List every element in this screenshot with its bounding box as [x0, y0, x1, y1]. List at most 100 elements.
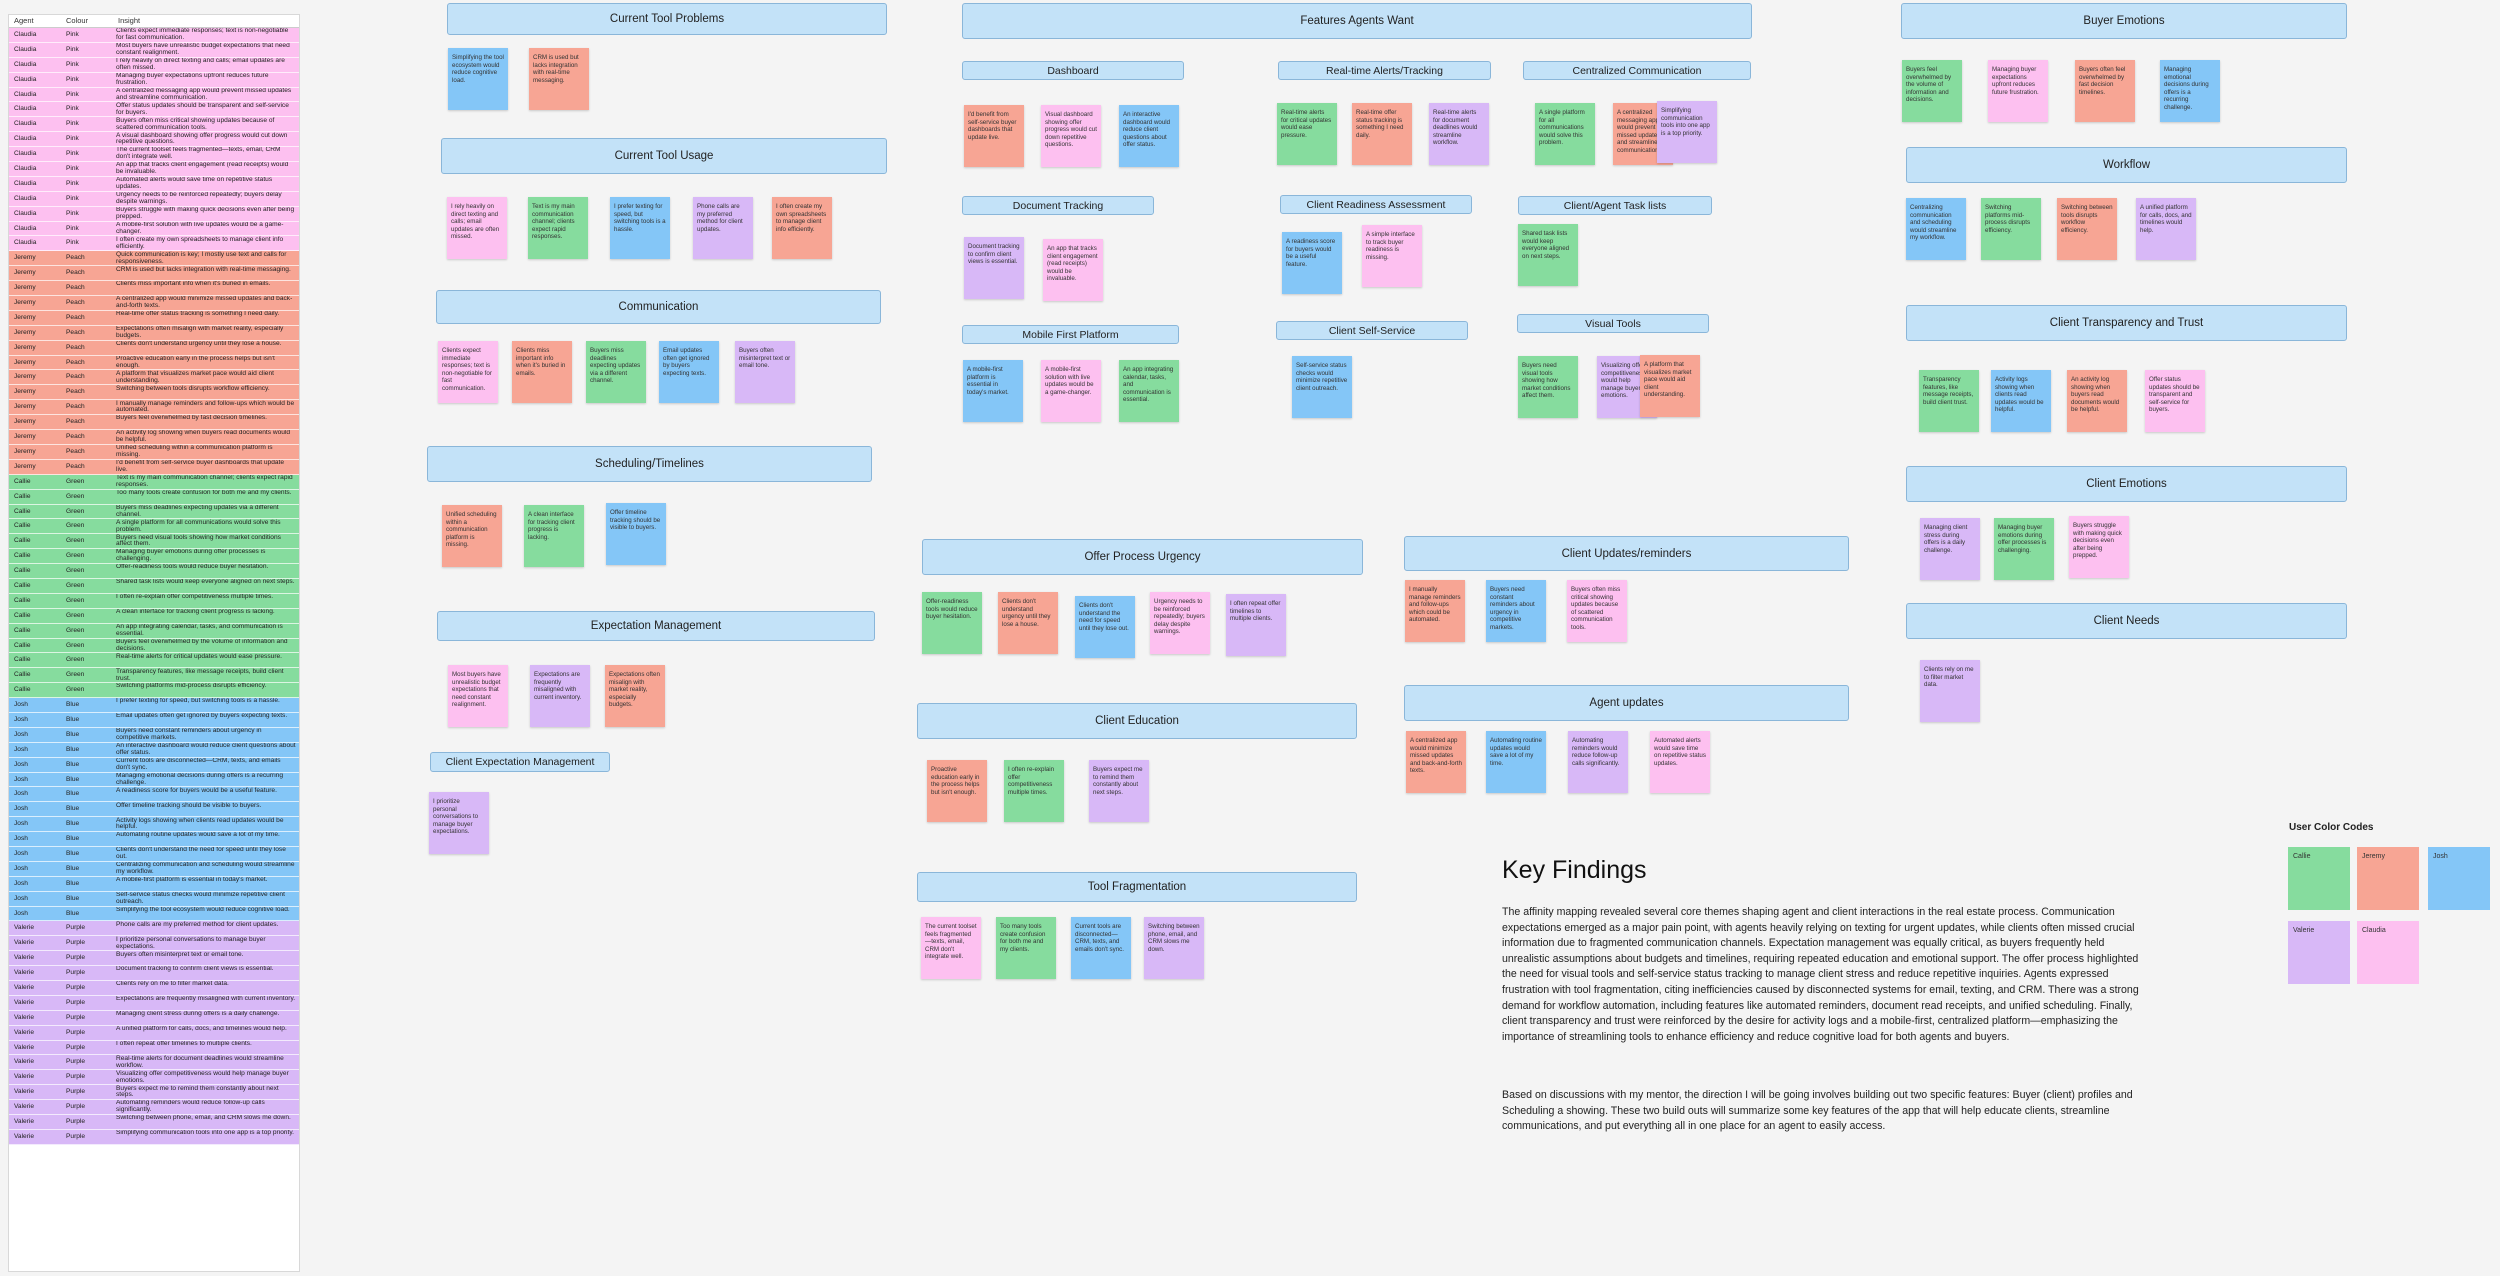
sticky-note[interactable]: Buyers need visual tools showing how mar…	[1518, 356, 1578, 418]
sticky-note[interactable]: Buyers feel overwhelmed by the volume of…	[1902, 60, 1962, 122]
sticky-note[interactable]: Activity logs showing when clients read …	[1991, 370, 2051, 432]
sticky-note[interactable]: Buyers struggle with making quick decisi…	[2069, 516, 2129, 578]
sticky-note[interactable]: Simplifying the tool ecosystem would red…	[448, 48, 508, 110]
sticky-note[interactable]: Visual dashboard showing offer progress …	[1041, 105, 1101, 167]
sticky-note[interactable]: A centralized app would minimize missed …	[1406, 731, 1466, 793]
sticky-note[interactable]: Buyers miss deadlines expecting updates …	[586, 341, 646, 403]
sticky-note[interactable]: Clients rely on me to filter market data…	[1920, 660, 1980, 722]
sticky-note[interactable]: Phone calls are my preferred method for …	[693, 197, 753, 259]
sticky-note[interactable]: Proactive education early in the process…	[927, 760, 987, 822]
sticky-note[interactable]: Clients don't understand urgency until t…	[998, 592, 1058, 654]
sticky-note[interactable]: Expectations are frequently misaligned w…	[530, 665, 590, 727]
header-tool-fragmentation[interactable]: Tool Fragmentation	[917, 872, 1357, 902]
sticky-note[interactable]: A mobile-first platform is essential in …	[963, 360, 1023, 422]
sticky-note[interactable]: Offer status updates should be transpare…	[2145, 370, 2205, 432]
header-visual-tools[interactable]: Visual Tools	[1517, 314, 1709, 333]
sticky-note[interactable]: Buyers need constant reminders about urg…	[1486, 580, 1546, 642]
header-task-lists[interactable]: Client/Agent Task lists	[1518, 196, 1712, 215]
header-mobile-first[interactable]: Mobile First Platform	[962, 325, 1179, 344]
sticky-note[interactable]: Simplifying communication tools into one…	[1657, 101, 1717, 163]
header-client-self-service[interactable]: Client Self-Service	[1276, 321, 1468, 340]
sticky-note[interactable]: Current tools are disconnected—CRM, text…	[1071, 917, 1131, 979]
sticky-note[interactable]: Clients don't understand the need for sp…	[1075, 596, 1135, 658]
header-client-readiness[interactable]: Client Readiness Assessment	[1280, 195, 1472, 214]
header-centralized-communication[interactable]: Centralized Communication	[1523, 61, 1751, 80]
sticky-note[interactable]: Shared task lists would keep everyone al…	[1518, 224, 1578, 286]
sticky-note[interactable]: CRM is used but lacks integration with r…	[529, 48, 589, 110]
sticky-note[interactable]: Managing buyer emotions during offer pro…	[1994, 518, 2054, 580]
sticky-note[interactable]: Switching between tools disrupts workflo…	[2057, 198, 2117, 260]
header-agent-updates[interactable]: Agent updates	[1404, 685, 1849, 721]
header-document-tracking[interactable]: Document Tracking	[962, 196, 1154, 215]
sticky-note[interactable]: Switching between phone, email, and CRM …	[1144, 917, 1204, 979]
header-client-updates-reminders[interactable]: Client Updates/reminders	[1404, 536, 1849, 571]
header-offer-process-urgency[interactable]: Offer Process Urgency	[922, 539, 1363, 575]
sticky-note[interactable]: Buyers often feel overwhelmed by fast de…	[2075, 60, 2135, 122]
sticky-note[interactable]: Too many tools create confusion for both…	[996, 917, 1056, 979]
sticky-note[interactable]: I often repeat offer timelines to multip…	[1226, 594, 1286, 656]
sticky-note[interactable]: An app integrating calendar, tasks, and …	[1119, 360, 1179, 422]
sticky-note[interactable]: Centralizing communication and schedulin…	[1906, 198, 1966, 260]
header-current-tool-problems[interactable]: Current Tool Problems	[447, 3, 887, 35]
sticky-note[interactable]: Buyers often miss critical showing updat…	[1567, 580, 1627, 642]
sticky-note[interactable]: I manually manage reminders and follow-u…	[1405, 580, 1465, 642]
sticky-note[interactable]: Buyers often misinterpret text or email …	[735, 341, 795, 403]
header-communication[interactable]: Communication	[436, 290, 881, 324]
sticky-note[interactable]: I'd benefit from self-service buyer dash…	[964, 105, 1024, 167]
header-realtime-alerts[interactable]: Real-time Alerts/Tracking	[1278, 61, 1491, 80]
sticky-note[interactable]: An activity log showing when buyers read…	[2067, 370, 2127, 432]
sticky-note[interactable]: An app that tracks client engagement (re…	[1043, 239, 1103, 301]
sticky-note[interactable]: A unified platform for calls, docs, and …	[2136, 198, 2196, 260]
sticky-note[interactable]: I often create my own spreadsheets to ma…	[772, 197, 832, 259]
sticky-note[interactable]: I prioritize personal conversations to m…	[429, 792, 489, 854]
sticky-note[interactable]: A mobile-first solution with live update…	[1041, 360, 1101, 422]
sticky-note[interactable]: Offer timeline tracking should be visibl…	[606, 503, 666, 565]
header-client-education[interactable]: Client Education	[917, 703, 1357, 739]
sticky-note[interactable]: Real-time alerts for document deadlines …	[1429, 103, 1489, 165]
sticky-note[interactable]: Switching platforms mid-process disrupts…	[1981, 198, 2041, 260]
sticky-note[interactable]: Text is my main communication channel; c…	[528, 197, 588, 259]
header-buyer-emotions[interactable]: Buyer Emotions	[1901, 3, 2347, 39]
